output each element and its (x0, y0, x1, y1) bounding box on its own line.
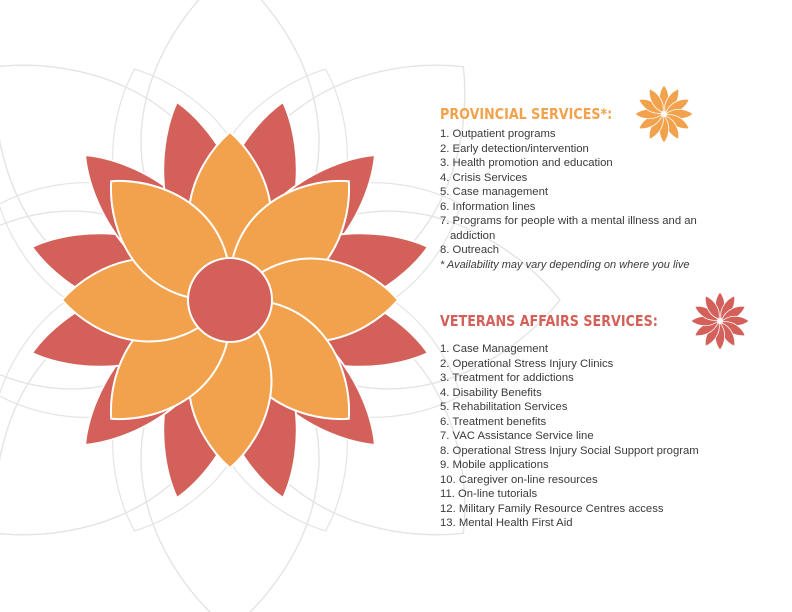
list-item-continuation: addiction (450, 229, 496, 242)
list-item: 8. Operational Stress Injury Social Supp… (440, 444, 699, 457)
list-item: 7. VAC Assistance Service line (440, 430, 594, 442)
veterans-services-section: VETERANS AFFAIRS SERVICES: 1. Case Manag… (440, 291, 785, 531)
list-item: 12. Military Family Resource Centres acc… (440, 502, 664, 515)
list-item: 1. Case Management (440, 343, 549, 355)
veterans-heading: VETERANS AFFAIRS SERVICES: (440, 311, 658, 330)
list-item: 6. Information lines (440, 200, 536, 213)
list-item: 2. Early detection/intervention (440, 142, 589, 155)
flower-center (187, 257, 273, 343)
provincial-list: 1. Outpatient programs 2. Early detectio… (440, 127, 785, 258)
list-item: 4. Crisis Services (440, 171, 528, 184)
mini-petal (648, 87, 664, 113)
list-item: 13. Mental Health First Aid (440, 517, 573, 529)
list-item: 1. Outpatient programs (440, 128, 556, 140)
list-item: 3. Health promotion and education (440, 157, 613, 169)
provincial-services-section: PROVINCIAL SERVICES*: 1. Outpatient prog… (440, 84, 785, 272)
provincial-heading-row: PROVINCIAL SERVICES*: (440, 84, 785, 143)
list-item: 5. Rehabilitation Services (440, 401, 568, 413)
list-item: 4. Disability Benefits (440, 386, 542, 399)
mini-petal (704, 294, 720, 320)
lotus-flower-icon (30, 100, 430, 500)
veterans-heading-row: VETERANS AFFAIRS SERVICES: (440, 291, 785, 350)
list-item: 2. Operational Stress Injury Clinics (440, 357, 614, 370)
list-item: 7. Programs for people with a mental ill… (440, 215, 697, 227)
list-item: 6. Treatment benefits (440, 415, 547, 428)
red-flower-icon (690, 291, 750, 350)
availability-note: * Availability may vary depending on whe… (440, 258, 690, 271)
list-item: 10. Caregiver on-line resources (440, 473, 598, 486)
orange-flower-icon (634, 84, 694, 143)
list-item: 8. Outreach (440, 244, 500, 256)
veterans-list: 1. Case Management 2. Operational Stress… (440, 342, 785, 531)
list-item: 9. Mobile applications (440, 459, 549, 471)
provincial-heading: PROVINCIAL SERVICES*: (440, 104, 613, 123)
list-item: 3. Treatment for addictions (440, 372, 574, 384)
list-item: 11. On-line tutorials (440, 488, 538, 500)
list-item: 5. Case management (440, 186, 549, 198)
